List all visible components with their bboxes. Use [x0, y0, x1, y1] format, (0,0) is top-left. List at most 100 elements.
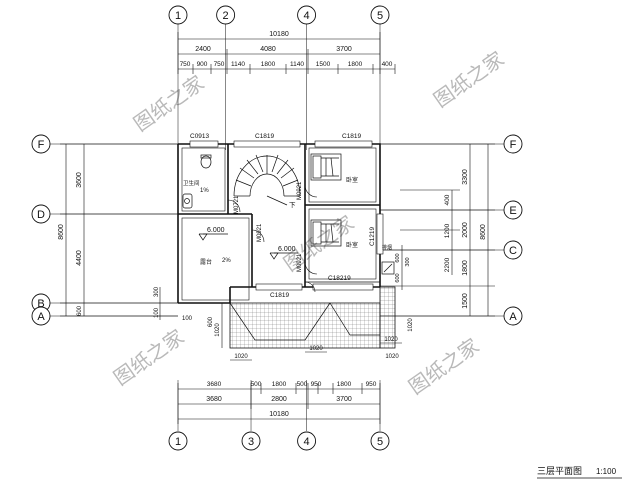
dim-top-detail: 1800 [348, 61, 363, 68]
level-markers [198, 233, 298, 260]
wall-inner-lines [181, 147, 377, 301]
axis-bubble: 2 [216, 5, 236, 25]
window-tag: C1819 [342, 133, 362, 140]
dim-bottom-detail: 1800 [337, 381, 352, 388]
axis-bubble: D [31, 204, 51, 224]
dim-top-mid: 3700 [336, 46, 352, 53]
room-slope: 1% [200, 188, 209, 194]
axis-bubble: 5 [370, 5, 390, 25]
dim-top-mid: 4080 [260, 46, 276, 53]
window-openings [189, 140, 384, 291]
axis-bubble: E [503, 200, 523, 220]
axis-label: F [38, 139, 45, 151]
axis-label: A [509, 311, 517, 323]
door-swings [227, 184, 318, 293]
right-axis-bubbles: F E C A [380, 134, 523, 326]
dim-right-mid: 1800 [462, 260, 469, 276]
bay-dimensions [221, 303, 402, 361]
spiral-stair [233, 154, 301, 206]
dim-right-outer: 8600 [480, 224, 487, 240]
bathroom-fixtures [182, 154, 212, 209]
axis-label: A [37, 311, 45, 323]
room-label: 卧室 [346, 176, 358, 184]
dim-left-small: 100 [182, 316, 193, 322]
sheet-title: 三层平面图 [537, 466, 582, 476]
dim-bottom-detail: 500 [297, 381, 308, 388]
room-label: 卧室 [346, 241, 358, 249]
dim-left-small: 300 [154, 286, 160, 297]
axis-label: 1 [175, 436, 181, 448]
right-dimensions [380, 143, 495, 317]
dim-below-right: 1020 [385, 354, 399, 360]
dim-bay: 1020 [384, 337, 398, 343]
axis-label: D [37, 209, 45, 221]
axis-bubble: 1 [168, 431, 188, 451]
axis-label: 1 [175, 10, 181, 22]
axis-label: F [510, 139, 517, 151]
axis-label: E [509, 205, 516, 217]
top-axis-bubbles: 1 2 4 5 [168, 5, 390, 150]
dim-bottom-detail: 3680 [207, 381, 222, 388]
axis-label: 5 [377, 436, 383, 448]
room-slope: 2% [222, 258, 231, 264]
axis-bubble: 4 [297, 5, 317, 25]
window-tag: C1219 [369, 226, 376, 246]
dim-top-detail: 1140 [231, 61, 245, 68]
misc-label: 排烟 [382, 244, 392, 251]
dim-left-inner: 4400 [76, 250, 83, 266]
axis-label: 5 [377, 10, 383, 22]
axis-label: C [509, 245, 517, 257]
dim-left-outer: 8600 [58, 224, 65, 240]
dim-top-detail: 1140 [290, 61, 304, 68]
dim-right-mid: 3300 [462, 169, 469, 185]
watermark: 图纸之家 [429, 47, 508, 113]
dim-right-small: 300 [405, 257, 411, 266]
dim-top-total: 10180 [269, 31, 289, 38]
dim-bottom-mid: 2800 [271, 396, 287, 403]
watermark: 图纸之家 [404, 334, 483, 400]
bottom-dimensions [177, 383, 381, 424]
door-tag: M0721 [234, 195, 240, 214]
axis-bubble: 4 [297, 431, 317, 451]
dim-right-small: 600 [395, 273, 401, 282]
axis-bubble: F [503, 134, 523, 154]
dim-left-inner: 3600 [76, 172, 83, 188]
watermark: 图纸之家 [129, 71, 208, 137]
axis-label: 4 [304, 10, 310, 22]
axis-bubble: C [503, 240, 523, 260]
window-tag: C1819 [255, 133, 275, 140]
dim-bottom-detail: 500 [251, 381, 262, 388]
bottom-axis-bubbles: 1 3 4 5 [168, 380, 390, 451]
dim-bottom-detail: 1800 [272, 381, 287, 388]
dim-top-detail: 1800 [261, 61, 276, 68]
watermark: 图纸之家 [109, 325, 188, 391]
axis-bubble: 1 [168, 5, 188, 25]
axis-bubble: A [503, 306, 523, 326]
dim-top-mid: 2400 [195, 46, 211, 53]
window-tag: C1819 [270, 292, 290, 299]
axis-label: B [37, 298, 44, 310]
dim-bay: 1020 [215, 323, 221, 337]
dim-bottom-detail: 950 [366, 381, 377, 388]
axis-label: 2 [223, 10, 229, 22]
bed-icon [310, 153, 342, 181]
dim-left-inner: 600 [77, 305, 83, 316]
dim-right-mid: 1500 [462, 293, 469, 309]
bed-icon [310, 219, 342, 247]
dim-bottom-mid: 3680 [206, 396, 222, 403]
dim-top-detail: 1500 [316, 61, 331, 68]
dim-right-inner: 1200 [444, 223, 451, 238]
dim-top-detail: 750 [180, 61, 191, 68]
level-label: 6.000 [207, 227, 225, 234]
axis-bubble: B [31, 293, 51, 313]
room-label: 卫生间 [183, 179, 200, 187]
dim-right-inner: 400 [444, 194, 451, 205]
dim-right-mid: 2000 [462, 222, 469, 238]
stair-direction-label: 下 [289, 201, 296, 209]
window-tag: C0913 [190, 133, 210, 140]
axis-bubble: A [31, 306, 51, 326]
sheet-scale: 1:100 [596, 467, 617, 476]
axis-label: 3 [248, 436, 254, 448]
axis-bubble: F [31, 134, 51, 154]
dim-top-detail: 750 [214, 61, 225, 68]
